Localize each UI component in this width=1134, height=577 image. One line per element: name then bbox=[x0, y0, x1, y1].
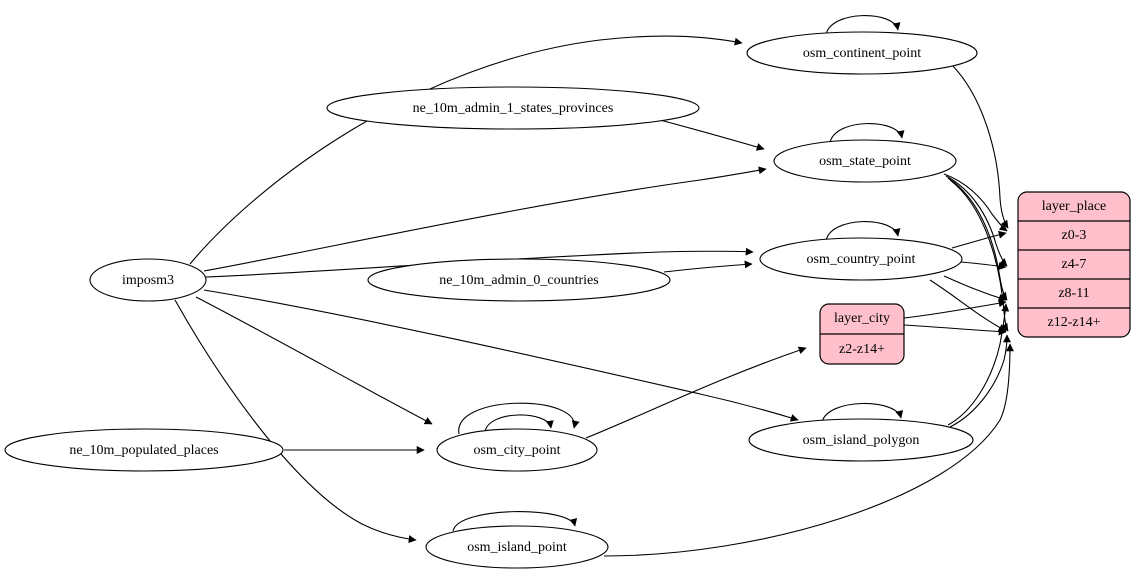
node-ne_10m_admin_1_states_provinces[interactable]: ne_10m_admin_1_states_provinces bbox=[326, 86, 700, 130]
edges-layer bbox=[174, 15, 1014, 557]
edge-imposm3-to-osm_country_point bbox=[205, 247, 754, 278]
edge-ne_10m_admin_1_states_provinces-to-osm_state_point bbox=[659, 119, 765, 151]
edge-osm_city_point-to-layer_city-z2-z14 bbox=[585, 346, 807, 439]
edge-osm_state_point-to-layer_place-z4-7 bbox=[945, 175, 1008, 267]
node-layer_city[interactable]: layer_city z2-z14+ bbox=[819, 303, 905, 365]
edge-osm_country_point-to-layer_place-z12-z14 bbox=[929, 279, 1007, 332]
layer_place-title: layer_place bbox=[1042, 199, 1107, 214]
node-label-osm_continent_point: osm_continent_point bbox=[803, 46, 921, 61]
node-osm_island_point[interactable]: osm_island_point bbox=[425, 525, 609, 569]
edge-layer_city-to-layer_place-z8-11 bbox=[903, 299, 1007, 319]
node-label-ne_10m_admin_0_countries: ne_10m_admin_0_countries bbox=[439, 273, 598, 288]
node-ne_10m_populated_places[interactable]: ne_10m_populated_places bbox=[4, 428, 284, 472]
edge-osm_state_point-to-layer_place-z0-3 bbox=[943, 173, 1008, 232]
edge-imposm3-to-osm_island_polygon bbox=[203, 289, 799, 422]
node-osm_country_point[interactable]: osm_country_point bbox=[759, 237, 963, 281]
node-layer_place[interactable]: layer_place z0-3 z4-7 z8-11 z12-z14+ bbox=[1017, 191, 1131, 338]
edge-layer_city-to-layer_place-z12-z14 bbox=[903, 324, 1007, 336]
node-osm_city_point[interactable]: osm_city_point bbox=[436, 428, 598, 472]
node-label-ne_10m_populated_places: ne_10m_populated_places bbox=[69, 443, 218, 458]
edge-osm_city_point-self-loop-outer bbox=[458, 402, 580, 435]
edge-osm_island_point-to-layer_place-z12-z14 bbox=[603, 343, 1014, 557]
edge-osm_continent_point-self-loop bbox=[825, 15, 901, 36]
layer_place-row-z12-z14: z12-z14+ bbox=[1048, 315, 1101, 330]
layer_city-row-z2-z14: z2-z14+ bbox=[839, 342, 885, 357]
node-imposm3[interactable]: imposm3 bbox=[89, 258, 207, 302]
edge-osm_country_point-self-loop bbox=[825, 221, 901, 242]
nodes-layer: imposm3 ne_10m_admin_1_states_provinces … bbox=[4, 31, 1131, 569]
node-label-osm_city_point: osm_city_point bbox=[473, 443, 560, 458]
node-label-osm_island_point: osm_island_point bbox=[467, 540, 567, 555]
edge-osm_country_point-to-layer_place-z8-11 bbox=[943, 275, 1007, 302]
edge-osm_island_point-self-loop bbox=[452, 511, 578, 532]
edge-imposm3-to-osm_island_point bbox=[174, 299, 417, 544]
edge-osm_island_polygon-to-layer_place-z8-11 bbox=[947, 303, 1010, 426]
edge-imposm3-to-osm_state_point bbox=[203, 166, 767, 272]
node-label-ne_10m_admin_1_states_provinces: ne_10m_admin_1_states_provinces bbox=[413, 101, 614, 116]
node-osm_continent_point[interactable]: osm_continent_point bbox=[746, 31, 978, 75]
layer_city-title: layer_city bbox=[834, 311, 890, 326]
edge-osm_country_point-to-layer_place-z0-3 bbox=[951, 230, 1007, 249]
layer_place-row-z4-7: z4-7 bbox=[1062, 257, 1087, 272]
layer_place-row-z8-11: z8-11 bbox=[1058, 286, 1089, 301]
layer_place-row-z0-3: z0-3 bbox=[1062, 228, 1087, 243]
node-label-osm_island_polygon: osm_island_polygon bbox=[803, 433, 920, 448]
edge-imposm3-to-osm_city_point bbox=[195, 296, 433, 425]
edge-osm_country_point-to-layer_place-z4-7 bbox=[959, 261, 1007, 271]
edge-osm_island_polygon-to-layer_place-z12-z14 bbox=[949, 334, 1011, 428]
node-label-osm_state_point: osm_state_point bbox=[819, 154, 911, 169]
node-ne_10m_admin_0_countries[interactable]: ne_10m_admin_0_countries bbox=[367, 258, 671, 302]
node-label-imposm3: imposm3 bbox=[122, 273, 174, 288]
edge-osm_continent_point-to-layer_place-z0-3 bbox=[951, 64, 1009, 229]
edge-osm_city_point-self-loop-inner bbox=[484, 414, 554, 433]
edge-osm_island_polygon-self-loop bbox=[821, 402, 904, 423]
node-label-osm_country_point: osm_country_point bbox=[807, 252, 916, 267]
node-osm_state_point[interactable]: osm_state_point bbox=[773, 139, 957, 183]
edge-osm_state_point-self-loop bbox=[829, 123, 905, 144]
edge-ne_10m_admin_0_countries-to-osm_country_point bbox=[663, 260, 753, 273]
node-osm_island_polygon[interactable]: osm_island_polygon bbox=[748, 418, 974, 462]
edge-imposm3-to-osm_continent_point bbox=[189, 35, 743, 265]
